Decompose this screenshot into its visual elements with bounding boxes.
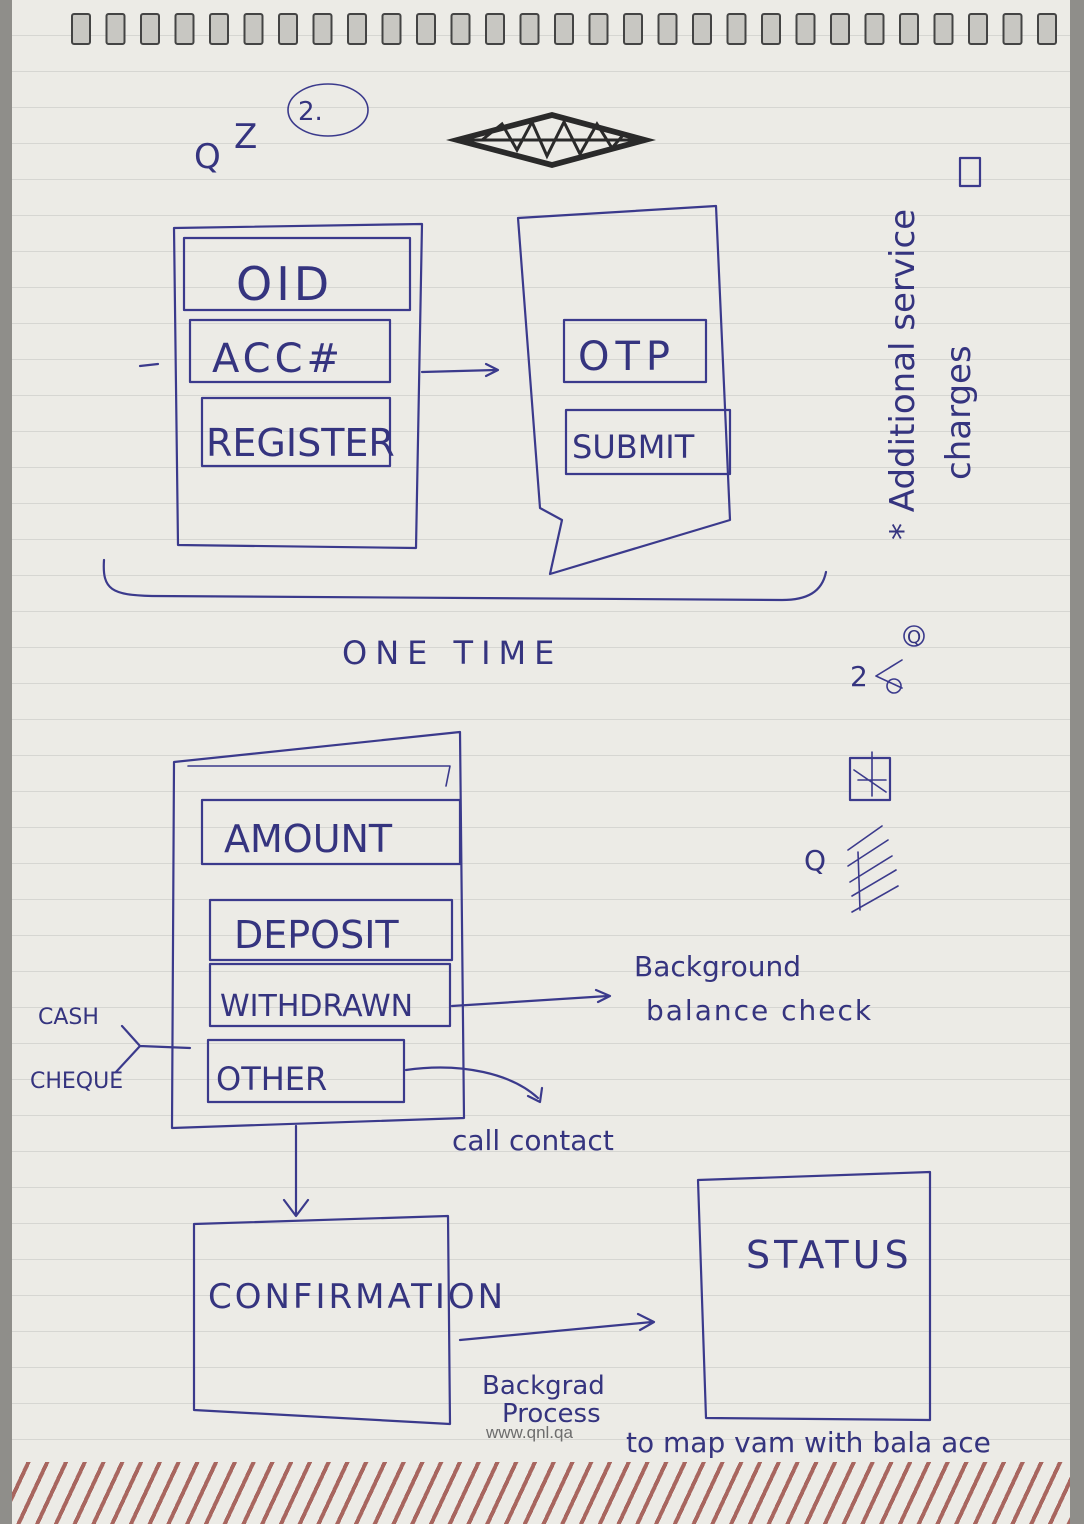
top-q-label: Q bbox=[194, 137, 221, 177]
arrow-to-confirmation bbox=[282, 1124, 310, 1218]
spiral-hole bbox=[519, 13, 540, 45]
spiral-hole bbox=[692, 13, 712, 45]
arrow-confirmation-to-status bbox=[458, 1312, 656, 1342]
spiral-hole bbox=[899, 13, 919, 45]
spiral-hole bbox=[416, 13, 436, 45]
spiral-hole bbox=[450, 13, 471, 45]
spiral-hole bbox=[761, 13, 781, 45]
diamond-logo bbox=[446, 112, 656, 168]
submit-button[interactable] bbox=[564, 408, 732, 476]
spiral-hole bbox=[71, 13, 91, 45]
amount-field[interactable] bbox=[200, 798, 462, 866]
other-button[interactable] bbox=[206, 1038, 406, 1104]
oid-field-label: OID bbox=[236, 257, 333, 311]
right-circled-q: Q bbox=[907, 627, 921, 648]
dash-mark bbox=[138, 362, 160, 368]
right-circle-mark bbox=[903, 625, 925, 647]
right-two-arrow: 2 bbox=[850, 660, 868, 693]
spiral-binding bbox=[71, 13, 1057, 45]
spiral-hole bbox=[485, 13, 505, 45]
transaction-screen bbox=[170, 730, 466, 1130]
spiral-hole bbox=[105, 13, 126, 45]
arrow-withdrawn-to-balance bbox=[450, 988, 612, 1008]
spiral-hole bbox=[209, 13, 229, 45]
registration-screen bbox=[172, 222, 424, 550]
top-z-label: Z bbox=[234, 117, 257, 157]
withdrawn-button-label: WITHDRAWN bbox=[220, 989, 413, 1024]
register-button-label: REGISTER bbox=[206, 421, 395, 465]
spiral-hole bbox=[1002, 13, 1023, 45]
submit-button-label: SUBMIT bbox=[572, 428, 695, 466]
spiral-hole bbox=[726, 13, 747, 45]
watermark: www.qnl.qa bbox=[485, 1423, 573, 1442]
side-note-line1: * Additional service bbox=[883, 209, 923, 540]
spiral-hole bbox=[554, 13, 574, 45]
otp-field[interactable] bbox=[562, 318, 708, 384]
otp-field-label: OTP bbox=[578, 334, 676, 380]
spiral-hole bbox=[312, 13, 333, 45]
withdrawn-button[interactable] bbox=[208, 962, 452, 1028]
right-box-scribble bbox=[853, 751, 887, 797]
spiral-hole bbox=[381, 13, 402, 45]
side-note-line2: charges bbox=[939, 345, 979, 480]
status-label: STATUS bbox=[746, 1233, 913, 1277]
transaction-screen-topline bbox=[187, 765, 451, 787]
spiral-hole bbox=[795, 13, 816, 45]
background-process-line2: Process bbox=[502, 1399, 601, 1429]
spiral-hole bbox=[830, 13, 850, 45]
oid-field[interactable] bbox=[182, 236, 412, 312]
confirmation-screen bbox=[192, 1214, 452, 1426]
right-box-mark bbox=[848, 756, 892, 802]
spiral-hole bbox=[174, 13, 195, 45]
side-note: * Additional service charges bbox=[883, 209, 979, 540]
call-contact-note: call contact bbox=[452, 1124, 614, 1157]
spiral-hole bbox=[1037, 13, 1057, 45]
notebook-page: Q Z 2. OID ACC# REGISTER OTP SUBMIT ONE … bbox=[12, 0, 1070, 1524]
bottom-decorative-stripe bbox=[12, 1462, 1070, 1524]
spiral-hole bbox=[588, 13, 609, 45]
deposit-button[interactable] bbox=[208, 898, 454, 962]
spiral-hole bbox=[657, 13, 678, 45]
map-note: to map vam with bala ace bbox=[626, 1426, 991, 1459]
amount-field-label: AMOUNT bbox=[224, 817, 393, 861]
other-button-label: OTHER bbox=[216, 1060, 327, 1098]
sketch-canvas: Q Z 2. OID ACC# REGISTER OTP SUBMIT ONE … bbox=[30, 83, 991, 1459]
one-time-bracket bbox=[102, 558, 828, 602]
right-small-circle bbox=[886, 678, 902, 694]
right-fan-scribble bbox=[847, 825, 899, 913]
background-note-line1: Background bbox=[634, 950, 801, 983]
confirmation-label: CONFIRMATION bbox=[208, 1277, 506, 1317]
spiral-hole bbox=[864, 13, 885, 45]
right-q-label: Q bbox=[804, 844, 826, 877]
background-process-line1: Backgrad bbox=[482, 1371, 605, 1401]
otp-screen bbox=[516, 204, 732, 576]
status-screen bbox=[696, 1170, 932, 1422]
cash-label: CASH bbox=[38, 1005, 99, 1030]
spiral-hole bbox=[243, 13, 264, 45]
background-note-line2: balance check bbox=[646, 994, 873, 1027]
acc-field-label: ACC# bbox=[212, 336, 344, 382]
register-button[interactable] bbox=[200, 396, 392, 468]
deposit-button-label: DEPOSIT bbox=[234, 913, 399, 957]
spiral-hole bbox=[278, 13, 298, 45]
checkbox-mark bbox=[958, 156, 982, 188]
top-circle-mark bbox=[287, 83, 369, 137]
spiral-hole bbox=[140, 13, 160, 45]
top-circled-label: 2. bbox=[298, 97, 323, 127]
cash-cheque-branch bbox=[114, 1024, 192, 1074]
one-time-label: ONE TIME bbox=[342, 634, 562, 672]
arrow-other-to-call bbox=[404, 1066, 544, 1104]
right-angle-mark bbox=[875, 659, 903, 689]
acc-field[interactable] bbox=[188, 318, 392, 384]
cheque-label: CHEQUE bbox=[30, 1069, 123, 1094]
spiral-hole bbox=[968, 13, 988, 45]
spiral-hole bbox=[933, 13, 954, 45]
spiral-hole bbox=[623, 13, 643, 45]
arrow-register-to-otp bbox=[420, 362, 500, 378]
spiral-hole bbox=[347, 13, 367, 45]
